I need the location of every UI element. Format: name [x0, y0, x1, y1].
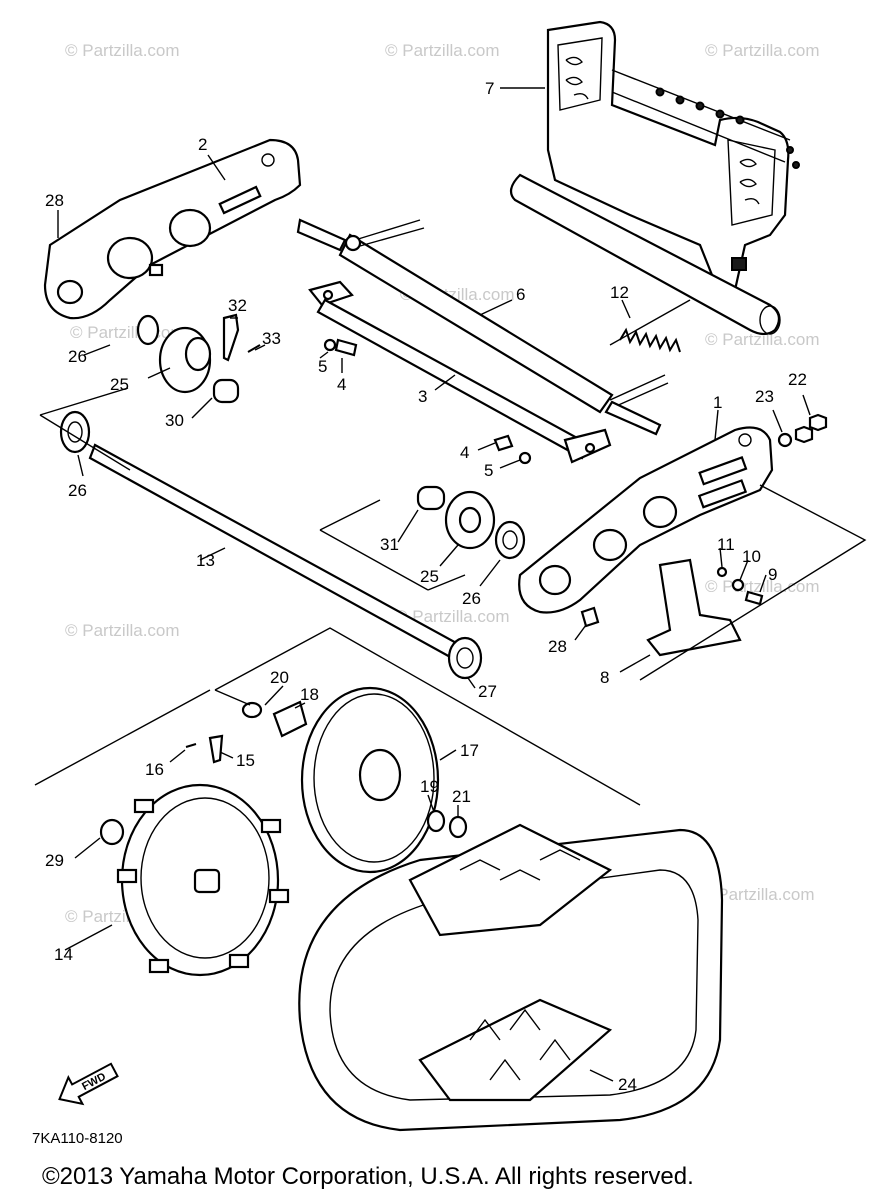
callout-16: 16 — [145, 760, 164, 779]
callout-4: 4 — [337, 375, 346, 394]
callout-5: 5 — [318, 357, 327, 376]
callout-4: 4 — [460, 443, 469, 462]
watermark: © Partzilla.com — [385, 41, 500, 60]
watermark: © Partzilla.com — [700, 885, 815, 904]
fwd-arrow-icon: FWD — [58, 1062, 119, 1106]
bolt-washer-upper — [323, 338, 358, 357]
track-belt — [298, 823, 724, 1132]
callout-17: 17 — [460, 741, 479, 760]
lower-shaft — [308, 280, 612, 464]
callout-9: 9 — [768, 565, 777, 584]
callout-6: 6 — [516, 285, 525, 304]
drive-sprocket — [99, 734, 290, 977]
callout-32: 32 — [228, 296, 247, 315]
watermark: © Partzilla.com — [65, 41, 180, 60]
spring — [609, 299, 691, 353]
callout-12: 12 — [610, 283, 629, 302]
callout-18: 18 — [300, 685, 319, 704]
callout-30: 30 — [165, 411, 184, 430]
callout-31: 31 — [380, 535, 399, 554]
bolt-washer-lower — [493, 434, 532, 465]
leader-lines — [57, 87, 811, 1082]
callout-8: 8 — [600, 668, 609, 687]
upper-shaft — [296, 218, 669, 436]
callout-20: 20 — [270, 668, 289, 687]
callout-21: 21 — [452, 787, 471, 806]
upper-hub-group — [136, 313, 261, 404]
right-side-plate — [518, 426, 774, 614]
middle-hub-group — [416, 485, 600, 628]
nuts-right — [777, 413, 828, 448]
callout-25: 25 — [110, 375, 129, 394]
callout-26: 26 — [68, 481, 87, 500]
watermark: © Partzilla.com — [705, 41, 820, 60]
diagram-code: 7KA110-8120 — [32, 1130, 123, 1147]
callout-2: 2 — [198, 135, 207, 154]
callout-10: 10 — [742, 547, 761, 566]
callout-24: 24 — [618, 1075, 637, 1094]
callout-22: 22 — [788, 370, 807, 389]
long-axle — [59, 410, 483, 680]
callout-7: 7 — [485, 79, 494, 98]
callout-28: 28 — [45, 191, 64, 210]
callout-33: 33 — [262, 329, 281, 348]
callout-26: 26 — [68, 347, 87, 366]
callout-14: 14 — [54, 945, 73, 964]
watermark: © Partzilla.com — [705, 330, 820, 349]
left-side-plate — [43, 138, 302, 320]
watermark: © Partzilla.com — [65, 621, 180, 640]
copyright-notice: ©2013 Yamaha Motor Corporation, U.S.A. A… — [42, 1163, 694, 1190]
callout-1: 1 — [713, 393, 722, 412]
callout-3: 3 — [418, 387, 427, 406]
tensioner-bracket — [646, 558, 764, 657]
callout-15: 15 — [236, 751, 255, 770]
callout-labels: 1 2 3 4 4 5 5 6 7 8 9 10 11 12 13 14 15 … — [45, 79, 807, 1094]
callout-25: 25 — [420, 567, 439, 586]
callout-29: 29 — [45, 851, 64, 870]
callout-23: 23 — [755, 387, 774, 406]
assembly-outlines — [34, 387, 867, 806]
callout-28: 28 — [548, 637, 567, 656]
rear-arm-frame — [509, 20, 800, 336]
callout-5: 5 — [484, 461, 493, 480]
callout-27: 27 — [478, 682, 497, 701]
callout-26: 26 — [462, 589, 481, 608]
callout-13: 13 — [196, 551, 215, 570]
watermark: © Partzilla.com — [395, 607, 510, 626]
callout-19: 19 — [420, 777, 439, 796]
idler-wheel — [241, 686, 468, 874]
callout-11: 11 — [717, 535, 735, 554]
